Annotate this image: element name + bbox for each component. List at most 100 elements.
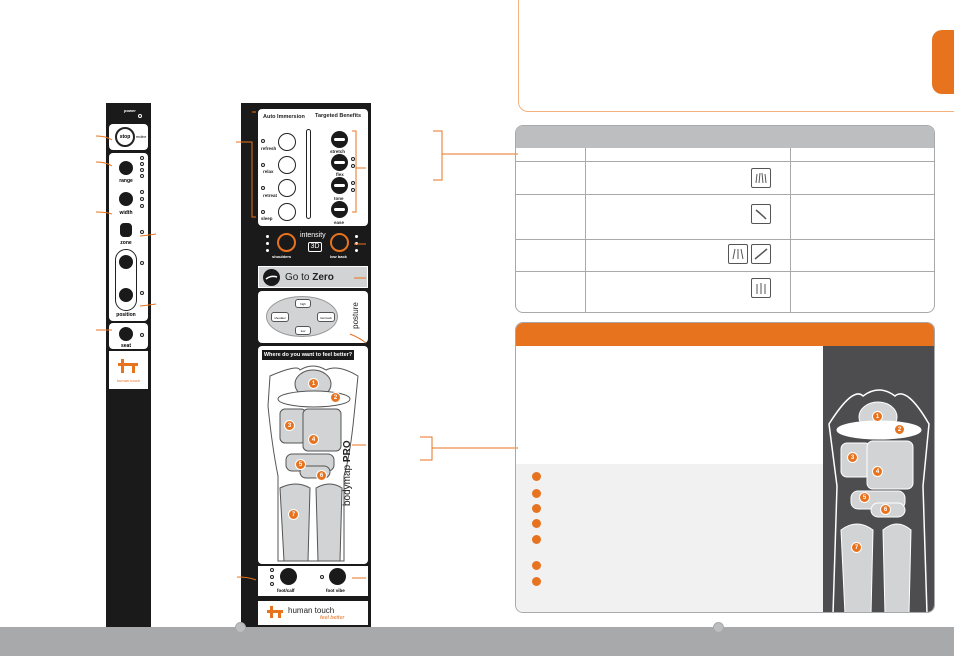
- zero-gravity-icon: [263, 269, 280, 286]
- bodymap-question: Where do you want to feel better?: [262, 350, 354, 360]
- bodymap-zone-7[interactable]: 7: [288, 509, 299, 520]
- posture-panel: high low shoulder low back posture: [258, 291, 368, 343]
- foot-vibe-button[interactable]: [329, 568, 346, 585]
- refresh-button[interactable]: [278, 133, 296, 151]
- tone-button[interactable]: [331, 177, 348, 194]
- foot-vibe-led: [320, 575, 324, 579]
- shoulders-button[interactable]: [277, 233, 296, 252]
- ease-button[interactable]: [331, 201, 348, 218]
- intensity-3d-button[interactable]: 3D: [308, 242, 322, 252]
- foot-calf-led-2: [270, 575, 274, 579]
- refresh-led: [261, 139, 265, 143]
- lowback-led-2: [355, 242, 358, 245]
- zone-led: [140, 230, 144, 234]
- bodymap-zone-5[interactable]: 5: [295, 459, 306, 470]
- refresh-label: refresh: [261, 146, 277, 151]
- position-rocker: [115, 249, 137, 311]
- posture-up-button[interactable]: high: [295, 299, 311, 308]
- flex-led-2: [351, 164, 355, 168]
- width-led-1: [140, 190, 144, 194]
- section-tab[interactable]: [932, 30, 954, 94]
- massage-knead-icon: [728, 244, 748, 264]
- relax-button[interactable]: [278, 156, 296, 174]
- stretch-button[interactable]: [331, 131, 348, 148]
- auto-program-table-header: [516, 126, 934, 148]
- zone-label: zone: [120, 240, 132, 246]
- table1-row-3: [516, 271, 934, 272]
- intensity-label: intensity: [300, 232, 326, 239]
- go-to-zero-label: Go to Zero: [285, 272, 334, 283]
- retreat-led: [261, 186, 265, 190]
- remote1-brand-label: human touch: [116, 378, 141, 383]
- program-panel: Auto Immersion Targeted Benefits refresh…: [258, 109, 368, 226]
- bodymap-label-bold: PRO: [342, 440, 353, 463]
- go-to-zero-prefix: Go to: [285, 272, 313, 283]
- remote-pro: Auto Immersion Targeted Benefits refresh…: [241, 103, 371, 627]
- remote2-brand-area: human touch feel better: [258, 601, 368, 625]
- list-bullet-6: [532, 561, 541, 570]
- control-panel: range width zone position: [109, 153, 148, 321]
- tone-led-1: [351, 181, 355, 185]
- shoulder-led-1: [266, 235, 269, 238]
- width-led-2: [140, 197, 144, 201]
- foot-calf-led-3: [270, 582, 274, 586]
- zone-button[interactable]: [118, 221, 134, 239]
- posture-left-button[interactable]: shoulder: [271, 312, 289, 322]
- human-touch-logo-icon: [267, 606, 283, 618]
- flex-label: flex: [336, 172, 344, 177]
- seat-button[interactable]: [117, 325, 135, 343]
- diagram-zone-3: 3: [847, 452, 858, 463]
- human-touch-logo-icon: [118, 359, 138, 373]
- sleep-button[interactable]: [278, 203, 296, 221]
- bodymap-zone-1[interactable]: 1: [308, 378, 319, 389]
- retreat-label: retreat: [263, 193, 278, 198]
- bodymap-label-regular: bodymap: [342, 462, 353, 506]
- bodymap-diagram-panel: 1 2 3 4 5 6 7: [823, 346, 934, 612]
- seat-label: seat: [120, 343, 131, 349]
- remote2-brand-label: human touch: [288, 606, 335, 615]
- auto-program-table-subheader: [516, 148, 934, 162]
- bodymap-zone-2[interactable]: 2: [330, 392, 341, 403]
- position-up-button[interactable]: [117, 253, 135, 271]
- stop-label: stop: [119, 134, 131, 140]
- position-led-2: [140, 291, 144, 295]
- low-back-label: low back: [330, 254, 347, 259]
- power-led: [138, 114, 142, 118]
- range-led-4: [140, 174, 144, 178]
- position-down-button[interactable]: [117, 286, 135, 304]
- width-led-3: [140, 204, 144, 208]
- foot-calf-button[interactable]: [280, 568, 297, 585]
- list-bullet-7: [532, 577, 541, 586]
- range-led-2: [140, 162, 144, 166]
- posture-right-button[interactable]: low back: [317, 312, 335, 322]
- posture-down-button[interactable]: low: [295, 326, 311, 335]
- auto-slider-track[interactable]: [306, 129, 311, 219]
- auto-program-table: [515, 125, 935, 313]
- position-label: position: [116, 312, 136, 318]
- bodymap-zone-4[interactable]: 4: [308, 434, 319, 445]
- range-button[interactable]: [117, 159, 135, 177]
- flex-button[interactable]: [331, 154, 348, 171]
- low-back-button[interactable]: [330, 233, 349, 252]
- bodymap-zone-6[interactable]: 6: [316, 470, 327, 481]
- diagram-zone-4: 4: [872, 466, 883, 477]
- massage-stretch-icon: [751, 244, 771, 264]
- intensity-panel: shoulders intensity 3D low back: [258, 231, 368, 263]
- massage-press-icon: [751, 278, 771, 298]
- targeted-benefits-title: Targeted Benefits: [315, 113, 362, 119]
- list-bullet-5: [532, 535, 541, 544]
- footer-dot-right: [713, 622, 724, 633]
- width-button[interactable]: [117, 190, 135, 208]
- go-to-zero-button[interactable]: Go to Zero: [258, 266, 368, 288]
- bodymap-zone-3[interactable]: 3: [284, 420, 295, 431]
- table1-row-2: [516, 239, 934, 240]
- retreat-button[interactable]: [278, 179, 296, 197]
- range-led-3: [140, 168, 144, 172]
- stop-panel: stop recline: [109, 124, 148, 150]
- shoulders-label: shoulders: [272, 254, 292, 259]
- list-bullet-1: [532, 472, 541, 481]
- massage-roll-icon: [751, 204, 771, 224]
- bodymap-table-header: [516, 323, 934, 346]
- recline-label: recline: [136, 135, 147, 139]
- stop-button[interactable]: stop: [115, 127, 135, 147]
